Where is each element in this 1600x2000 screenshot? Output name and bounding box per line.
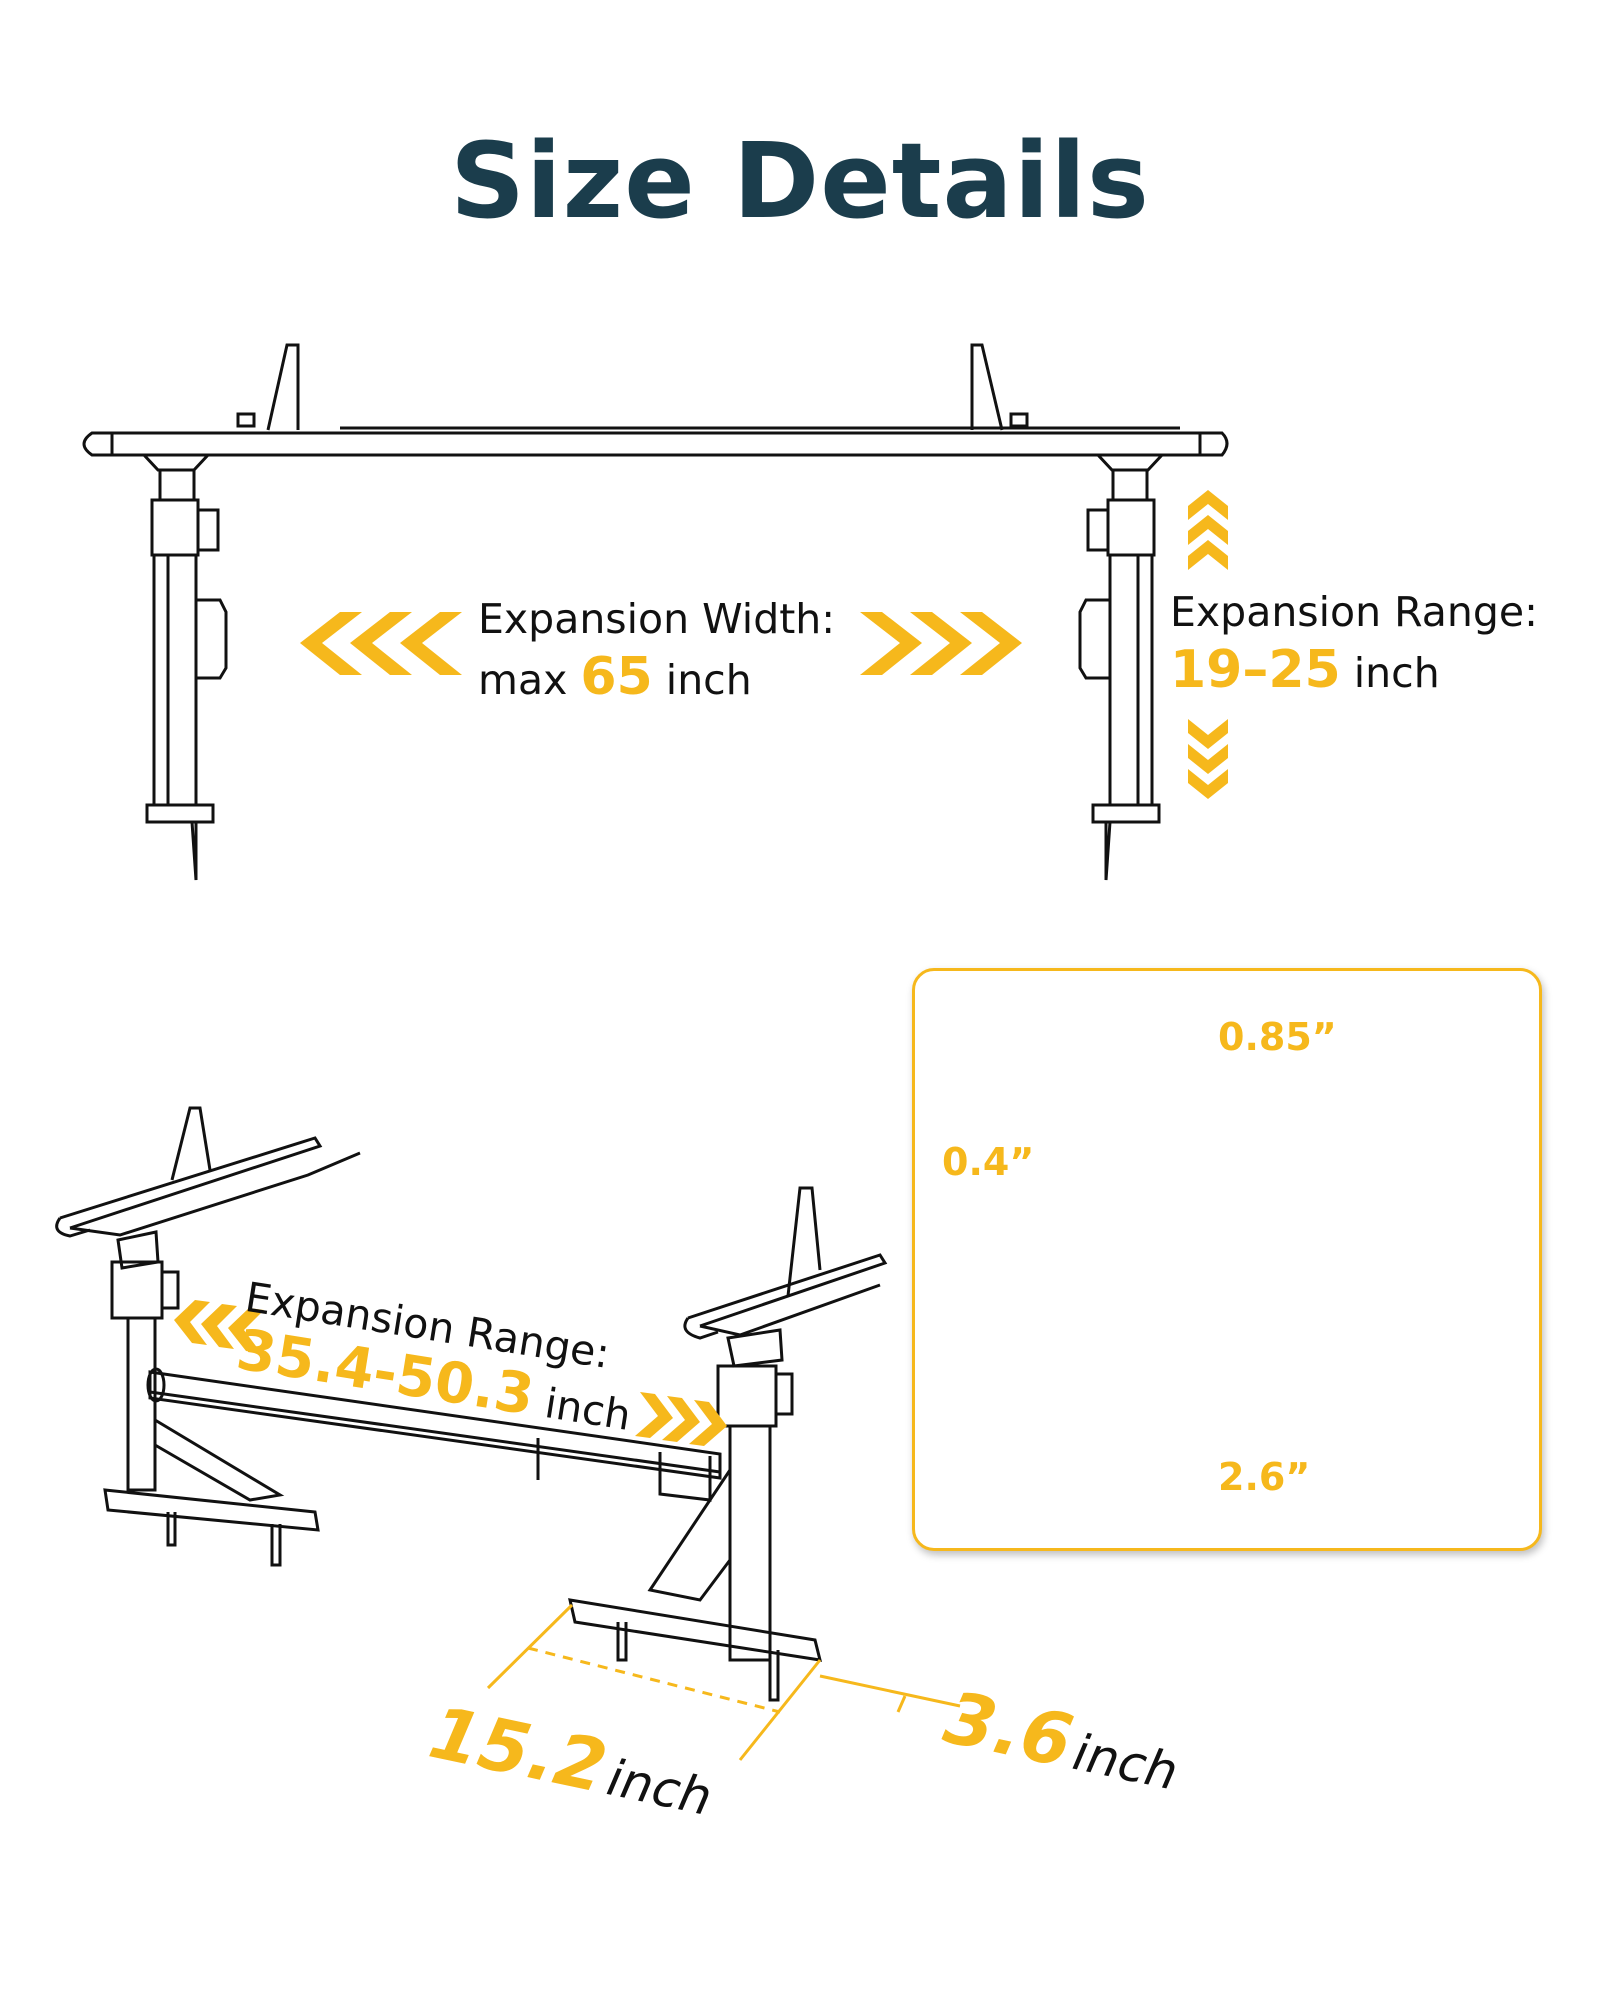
page-title: Size Details <box>450 120 1150 242</box>
expansion-height-title: Expansion Range: <box>1170 588 1538 636</box>
expansion-width-unit: inch <box>665 656 752 704</box>
expansion-width-label: Expansion Width: max 65 inch <box>478 590 835 709</box>
profile-panel <box>912 968 1542 1551</box>
left-chevron-arrows-icon <box>300 612 462 675</box>
profile-left-dimension: 0.4” <box>942 1140 1035 1184</box>
iso-left-chevron-arrows-icon <box>174 1300 264 1353</box>
front-view-rack <box>82 343 1229 881</box>
expansion-width-prefix: max <box>478 656 568 704</box>
expansion-height-value-line: 19–25 inch <box>1170 641 1538 702</box>
up-chevron-arrows-icon <box>1188 490 1228 570</box>
expansion-width-title: Expansion Width: <box>478 595 836 643</box>
profile-bottom-dimension: 2.6” <box>1218 1455 1311 1499</box>
expansion-width-value-line: max 65 inch <box>478 648 835 709</box>
expansion-height-value: 19–25 <box>1170 640 1341 700</box>
profile-top-dimension: 0.85” <box>1218 1015 1337 1059</box>
down-chevron-arrows-icon <box>1188 719 1228 799</box>
expansion-width-value: 65 <box>580 647 653 707</box>
expansion-height-unit: inch <box>1353 649 1440 697</box>
iso-right-chevron-arrows-icon <box>635 1392 727 1446</box>
iso-expansion-range-unit: inch <box>541 1379 635 1441</box>
right-chevron-arrows-icon <box>860 612 1022 675</box>
expansion-height-label: Expansion Range: 19–25 inch <box>1170 583 1538 702</box>
base-dimension-lines <box>486 1603 961 1761</box>
